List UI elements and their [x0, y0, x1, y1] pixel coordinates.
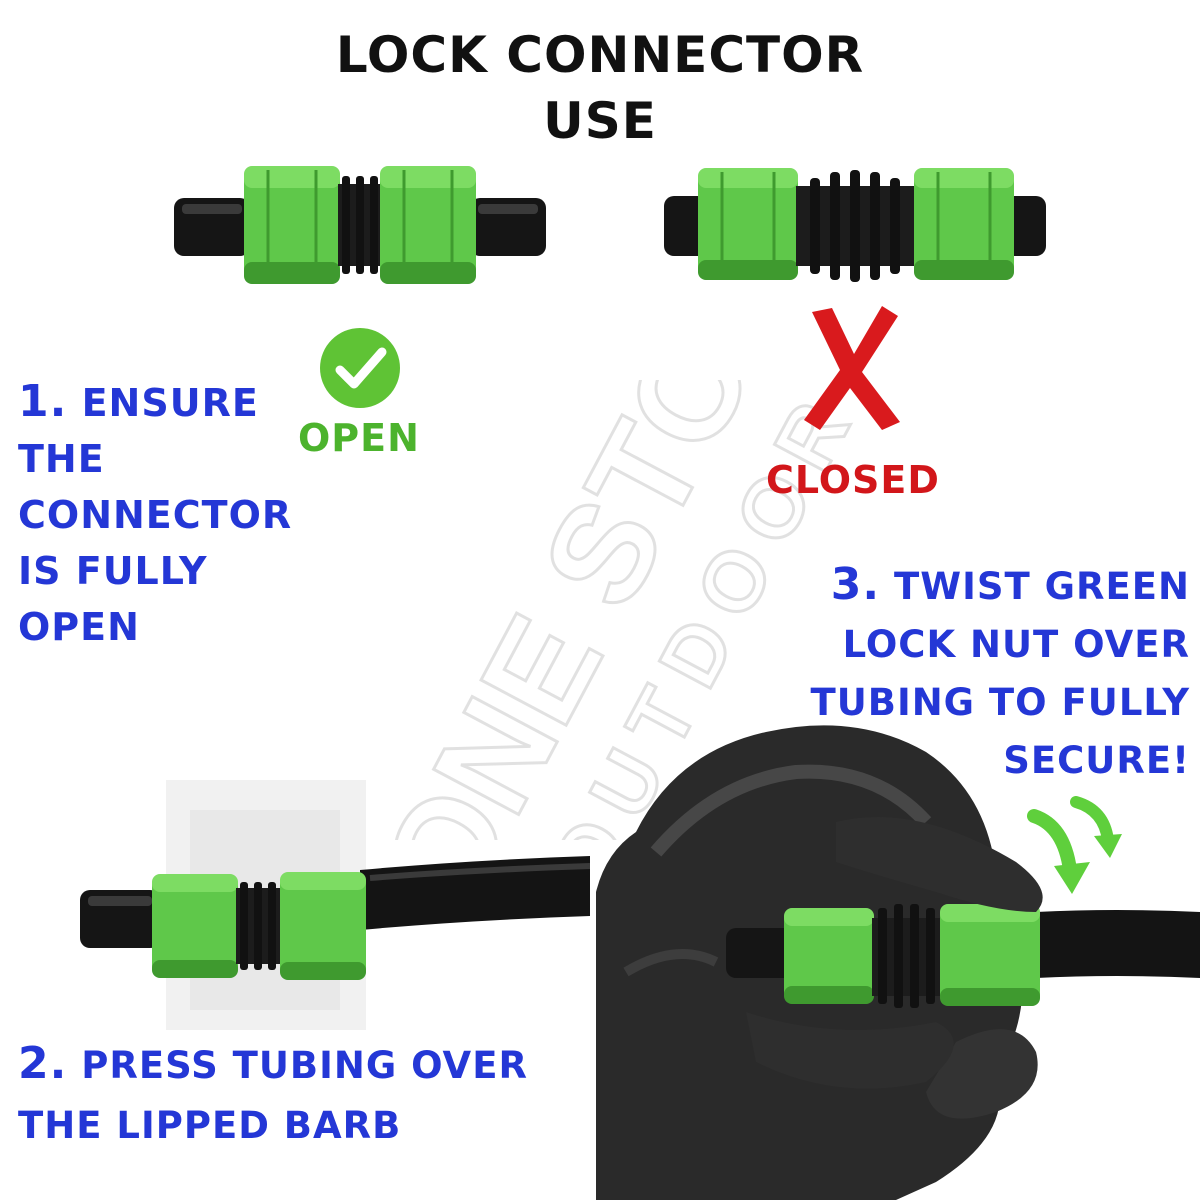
step-2-line-2: THE LIPPED BARB: [18, 1104, 402, 1147]
open-status-label: OPEN: [298, 416, 420, 460]
tubing-barb-photo: [80, 780, 590, 1030]
step-1-line-3: CONNECTOR: [18, 493, 293, 537]
green-twist-arrow-icon: [1027, 796, 1122, 894]
closed-status-label: CLOSED: [766, 458, 940, 502]
red-x-icon: [804, 306, 900, 430]
step-1-line-2: THE: [18, 437, 105, 481]
step-2-number: 2.: [18, 1038, 68, 1089]
title-line-1: LOCK CONNECTOR: [335, 26, 865, 84]
step-3-line-1: TWIST GREEN: [894, 565, 1190, 608]
page-title: LOCK CONNECTOR USE: [200, 22, 1000, 154]
step-1-line-4: IS FULLY: [18, 549, 208, 593]
step-1-number: 1.: [18, 376, 68, 427]
step-1-line-1: ENSURE: [81, 381, 259, 425]
step-2-line-1: PRESS TUBING OVER: [81, 1044, 528, 1087]
step-3-line-3: TUBING TO FULLY: [810, 681, 1190, 724]
step-1-line-5: OPEN: [18, 605, 140, 649]
gloved-hand-photo: [596, 725, 1200, 1200]
step-3-line-2: LOCK NUT OVER: [842, 623, 1190, 666]
step-2-instruction: 2. PRESS TUBING OVER THE LIPPED BARB: [18, 1034, 598, 1156]
closed-connector-photo: [664, 168, 1046, 282]
open-connector-photo: [174, 166, 546, 284]
step-3-instruction: 3. TWIST GREEN LOCK NUT OVER TUBING TO F…: [780, 556, 1190, 790]
title-line-2: USE: [543, 92, 657, 150]
step-3-line-4: SECURE!: [1003, 739, 1190, 782]
step-1-instruction: 1. ENSURE THE CONNECTOR IS FULLY OPEN: [18, 374, 338, 655]
check-circle-icon: [320, 328, 400, 408]
step-3-number: 3.: [830, 559, 881, 610]
